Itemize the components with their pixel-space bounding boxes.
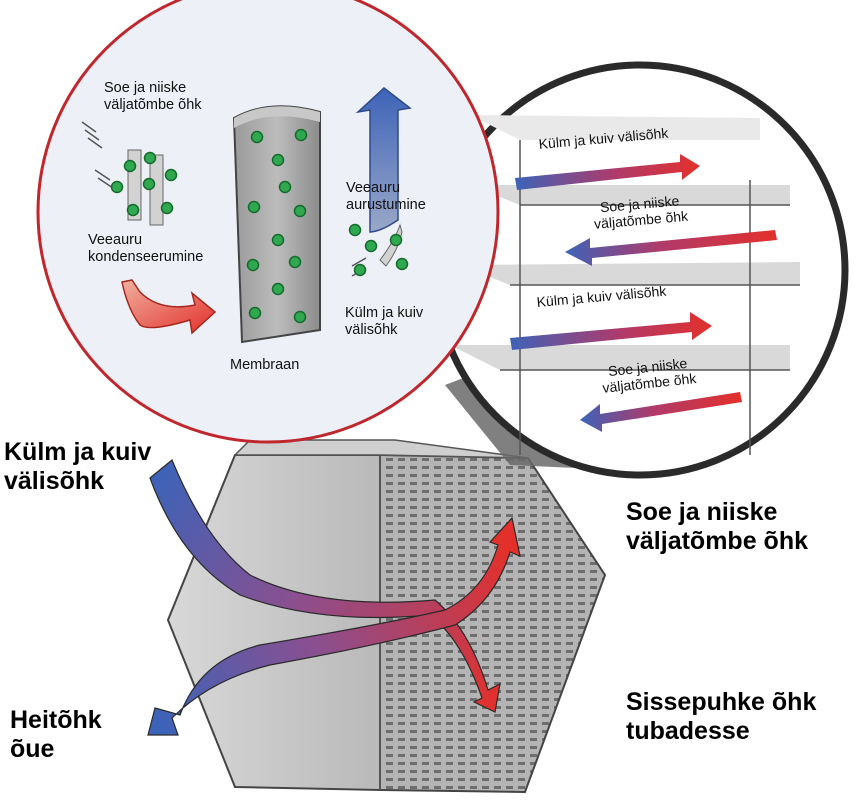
membrane (232, 105, 321, 344)
evaporation-arrow (351, 87, 412, 277)
hexagonal-exchanger (166, 439, 607, 794)
warm-air-path-arrow (147, 516, 521, 736)
membrane-label: Membraan (230, 357, 300, 373)
layer-zoom-circle (431, 61, 849, 479)
condensation-arrow (121, 279, 217, 335)
layer-arrow-4 (580, 392, 742, 432)
layer-arrow-2 (565, 230, 777, 266)
layer-arrow-1 (515, 154, 700, 190)
layer-arrow-3 (510, 312, 712, 350)
cold-air-path-arrow (149, 459, 501, 713)
water-droplets (110, 128, 409, 324)
